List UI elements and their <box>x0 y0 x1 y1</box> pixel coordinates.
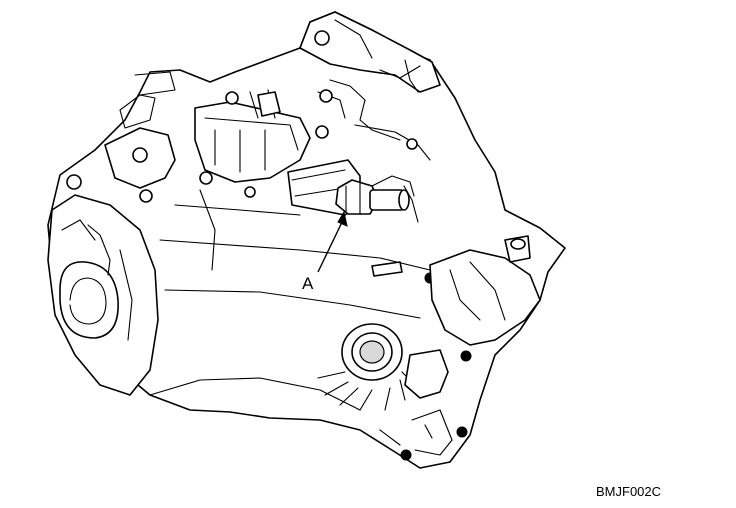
top-flange <box>299 11 441 93</box>
mount-bracket <box>404 349 449 399</box>
callout-arrowhead <box>337 210 348 227</box>
right-end-housing <box>429 249 541 346</box>
flange-hole <box>314 30 330 46</box>
differential-output-seal <box>341 323 403 381</box>
callout-leader-line <box>317 217 345 273</box>
figure-code: BMJF002C <box>596 484 662 499</box>
left-end-boss <box>59 261 119 339</box>
callout-label: A <box>302 274 314 293</box>
vehicle-speed-sensor <box>335 175 419 223</box>
